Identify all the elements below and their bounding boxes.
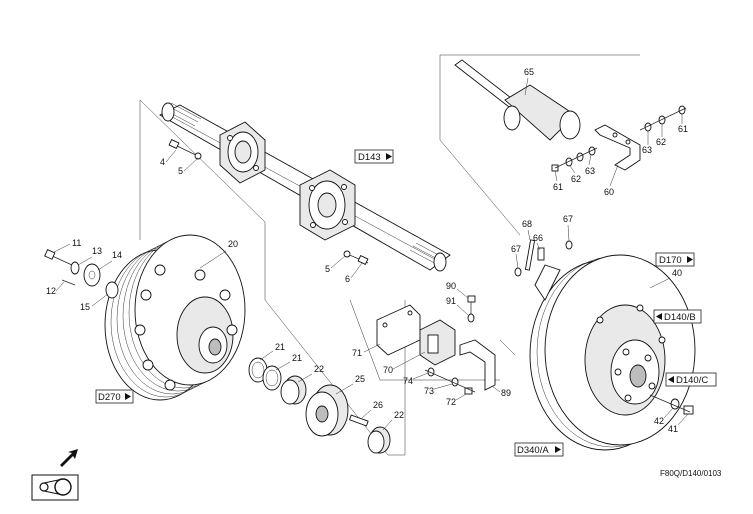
- label-89: 89: [501, 388, 511, 398]
- svg-text:D140/C: D140/C: [676, 375, 708, 386]
- drawing-code: F80Q/D140/0103: [660, 469, 722, 478]
- label-90: 90: [446, 281, 456, 291]
- spacer-ring-21b: [262, 365, 282, 391]
- belt-pulley: [104, 234, 246, 401]
- label-21a: 21: [275, 342, 285, 352]
- label-15: 15: [80, 302, 90, 312]
- pin-12: [61, 279, 76, 286]
- bracket-60: [594, 124, 641, 171]
- ring-15: [105, 281, 119, 299]
- label-11: 11: [72, 238, 81, 248]
- callouts: 4 5 5 6 11 12 13 14 15 20 21 21 22 25 26…: [46, 67, 689, 434]
- plate-71: [376, 304, 421, 356]
- svg-text:D340/A: D340/A: [517, 445, 549, 456]
- bracket-89: [459, 339, 496, 391]
- svg-text:D143: D143: [358, 152, 381, 163]
- ref-d270[interactable]: D270: [95, 389, 134, 404]
- label-22b: 22: [394, 410, 404, 420]
- disc-arm: [534, 264, 561, 301]
- hardware-right-group: [639, 105, 687, 132]
- label-68: 68: [522, 219, 532, 229]
- label-72: 72: [446, 397, 456, 407]
- pin-group-66-68: [514, 239, 573, 277]
- label-14: 14: [112, 250, 122, 260]
- washer-13: [70, 261, 80, 275]
- label-62b: 62: [571, 174, 581, 184]
- ref-d143[interactable]: D143: [354, 149, 394, 164]
- bearing-flange-upper: [219, 121, 266, 184]
- label-5b: 5: [325, 264, 330, 274]
- svg-text:D170: D170: [659, 255, 682, 266]
- label-42: 42: [654, 416, 664, 426]
- label-67b: 67: [563, 214, 573, 224]
- label-65: 65: [524, 67, 534, 77]
- svg-text:D270: D270: [98, 392, 121, 403]
- label-70: 70: [383, 365, 393, 375]
- label-12: 12: [46, 286, 56, 296]
- ref-d340a[interactable]: D340/A: [514, 442, 564, 457]
- label-91: 91: [446, 296, 456, 306]
- hardware-90-91: [467, 295, 476, 323]
- direction-arrow-icon: [60, 449, 78, 467]
- bolt-11: [44, 248, 73, 266]
- ref-d140b[interactable]: D140/B: [653, 309, 702, 324]
- bracket-70: [419, 319, 456, 366]
- label-6: 6: [345, 274, 350, 284]
- assembly-outline: [139, 54, 640, 456]
- label-41: 41: [668, 424, 678, 434]
- label-5a: 5: [178, 166, 183, 176]
- label-22a: 22: [314, 364, 324, 374]
- hardware-left-group: [551, 146, 598, 172]
- label-4: 4: [160, 157, 165, 167]
- label-21b: 21: [292, 353, 302, 363]
- bushing-22a: [280, 375, 307, 405]
- label-61a: 61: [678, 124, 688, 134]
- actuator-65: [454, 59, 581, 141]
- bushing-22b: [367, 426, 391, 454]
- svg-text:D140/B: D140/B: [664, 312, 696, 323]
- label-13: 13: [92, 246, 102, 256]
- label-63b: 63: [585, 166, 595, 176]
- belt-drive-icon: [31, 474, 79, 501]
- label-63a: 63: [642, 145, 652, 155]
- label-66: 66: [533, 233, 543, 243]
- brake-disc: [529, 254, 696, 451]
- label-26: 26: [373, 400, 383, 410]
- bolt-41: [649, 394, 694, 415]
- label-67a: 67: [511, 244, 521, 254]
- ref-d170[interactable]: D170: [655, 252, 695, 267]
- label-74: 74: [403, 376, 413, 386]
- label-25: 25: [355, 374, 365, 384]
- washer-14: [83, 263, 101, 287]
- label-62a: 62: [656, 137, 666, 147]
- bearing-flange-centre: [299, 169, 356, 241]
- bolt-6: [343, 250, 369, 266]
- ref-d140c[interactable]: D140/C: [665, 372, 717, 387]
- label-61b: 61: [553, 182, 563, 192]
- bolt-4: [168, 138, 202, 160]
- label-40: 40: [672, 268, 682, 278]
- key-26: [348, 414, 369, 427]
- label-73: 73: [424, 386, 434, 396]
- label-60: 60: [604, 187, 614, 197]
- label-20: 20: [228, 239, 238, 249]
- hardware-72-74: [424, 367, 476, 395]
- hub-25: [305, 384, 349, 437]
- label-71: 71: [352, 348, 362, 358]
